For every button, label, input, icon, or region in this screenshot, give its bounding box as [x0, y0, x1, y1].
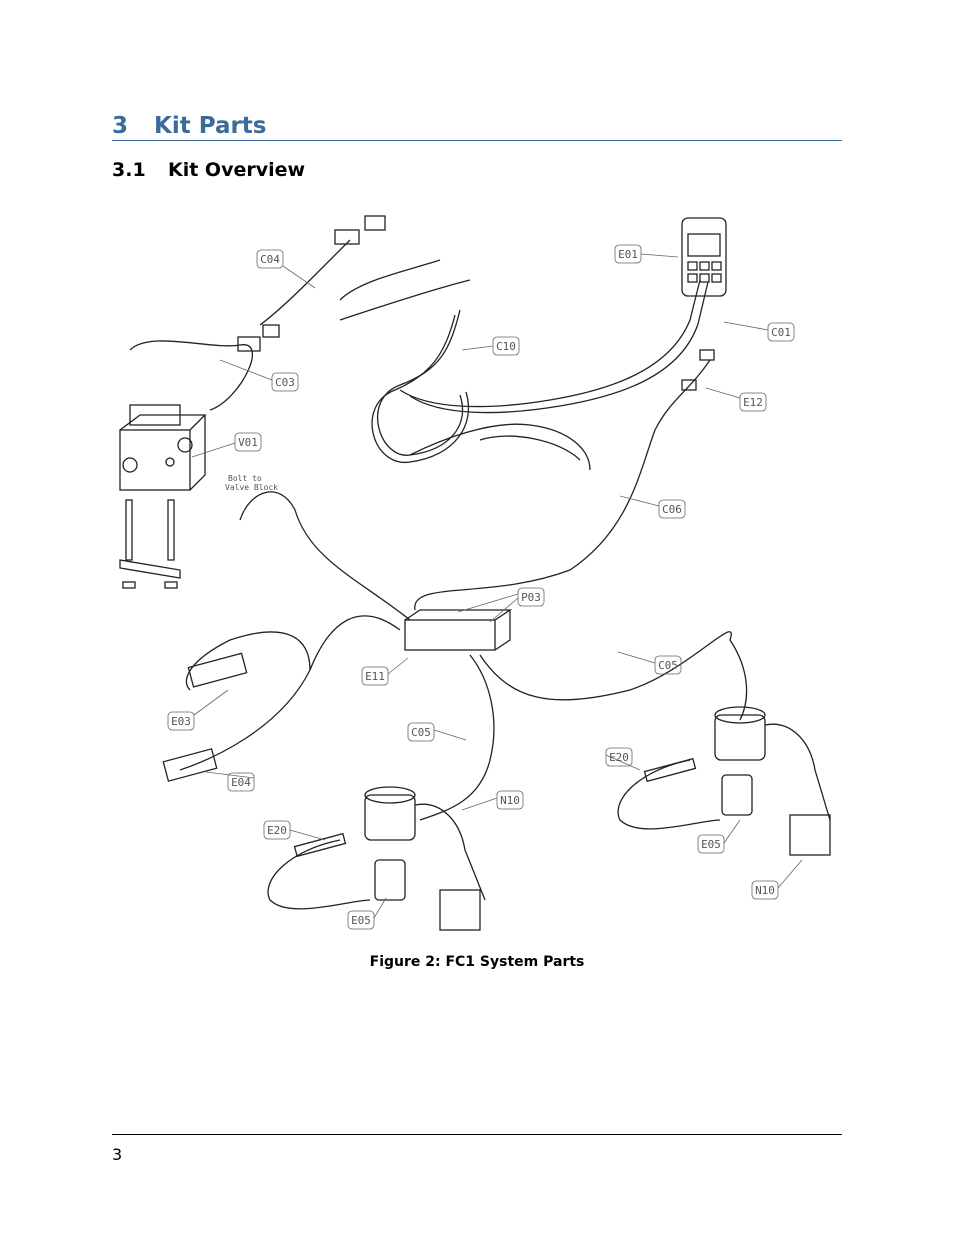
section-heading: 3 Kit Parts [112, 111, 842, 141]
heading-rule [112, 140, 842, 141]
section-title: Kit Parts [154, 113, 267, 139]
callout-c10: C10 [496, 340, 516, 353]
callout-c05-left: C05 [411, 726, 431, 739]
callout-e20-right: E20 [609, 751, 629, 764]
callout-e11: E11 [365, 670, 385, 683]
callout-e03: E03 [171, 715, 191, 728]
callout-c01: C01 [771, 326, 791, 339]
callout-n10-right: N10 [755, 884, 775, 897]
callout-e20-left: E20 [267, 824, 287, 837]
callout-e05-left: E05 [351, 914, 371, 927]
subsection-number: 3.1 [112, 159, 146, 181]
callout-e12: E12 [743, 396, 763, 409]
subsection-heading: 3.1 Kit Overview [112, 157, 305, 183]
callout-c05-right: C05 [658, 659, 678, 672]
figure-caption: Figure 2: FC1 System Parts [369, 954, 585, 970]
callout-c06: C06 [662, 503, 682, 516]
note-valve-block: Valve Block [225, 483, 278, 492]
section-number: 3 [112, 113, 129, 139]
callout-e04: E04 [231, 776, 251, 789]
callout-e05-right: E05 [701, 838, 721, 851]
callout-e01: E01 [618, 248, 638, 261]
subsection-title: Kit Overview [168, 159, 306, 181]
callout-p03: P03 [521, 591, 541, 604]
footer-rule [112, 1134, 842, 1135]
system-parts-figure: C04 E01 C01 C10 C03 E12 V01 C06 P03 C05 … [110, 200, 840, 945]
page-number: 3 [112, 1145, 123, 1164]
note-bolt-to: Bolt to [228, 474, 262, 483]
callout-c04: C04 [260, 253, 280, 266]
parts-drawing: C04 E01 C01 C10 C03 E12 V01 C06 P03 C05 … [119, 215, 831, 931]
callout-n10-left: N10 [500, 794, 520, 807]
callout-v01: V01 [238, 436, 258, 449]
callout-c03: C03 [275, 376, 295, 389]
